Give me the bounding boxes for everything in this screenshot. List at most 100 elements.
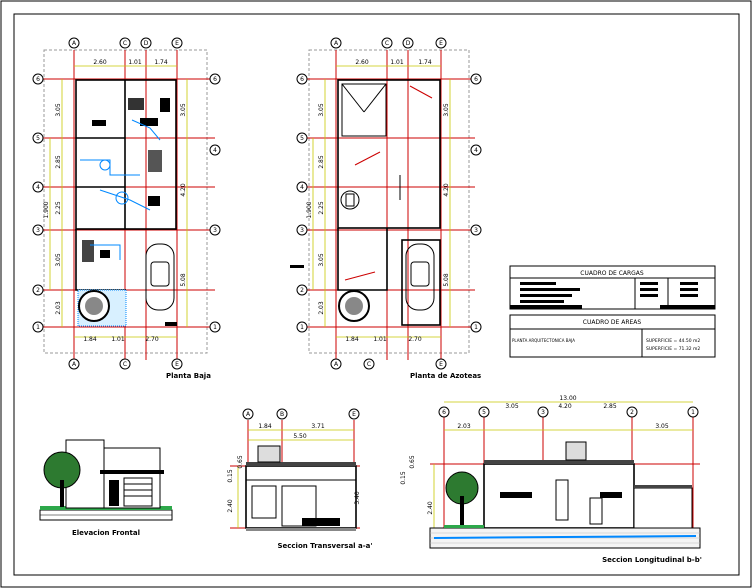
cuadro-areas-row: PLANTA ARQUITECTONICA BAJA — [512, 338, 575, 343]
dim-label: 3.05 — [55, 253, 62, 267]
superficie-1: SUPERFICIE = 44.50 m2 — [646, 338, 700, 344]
axis-label: 2 — [36, 287, 40, 294]
axis-label: A — [246, 411, 251, 418]
dim-label: 4.20 — [180, 183, 187, 197]
axis-label: 1 — [36, 324, 40, 331]
axis-label: E — [352, 411, 356, 418]
dim-label: 1.84 — [258, 423, 272, 430]
dim-label: 2.25 — [55, 201, 62, 215]
dim-label: 0.65 — [409, 455, 416, 469]
axis-label: 2 — [630, 409, 634, 416]
cuadro-cargas: CUADRO DE CARGAS — [509, 265, 716, 310]
axis-label: 6 — [36, 76, 40, 83]
axis-label: 4 — [474, 147, 478, 154]
axis-label: 2 — [300, 287, 304, 294]
dim-label: 2.40 — [427, 501, 434, 515]
seccion-longitudinal: 6 5 3 2 1 13.00 2.03 3.05 4.20 2.85 3.05… — [400, 395, 702, 564]
axis-label: A — [334, 361, 339, 368]
dim-label: 3.05 — [180, 103, 187, 117]
axis-label: E — [175, 361, 179, 368]
dim-label: 1.84 — [345, 336, 359, 343]
plan-azotea-labels: A C D E A C E 6 5 4 3 2 1 6 4 3 1 2.60 1… — [300, 40, 478, 368]
dim-label: 0.65 — [237, 455, 244, 469]
dim-label: 2.25 — [318, 201, 325, 215]
dim-label: 2.70 — [408, 336, 422, 343]
dim-label: 1.01 — [373, 336, 387, 343]
dim-label: 5.08 — [443, 273, 450, 287]
plumbing-lines — [80, 119, 161, 260]
axis-label: E — [439, 40, 443, 47]
dim-label: 2.40 — [227, 499, 234, 513]
dim-label: 0.15 — [227, 469, 234, 483]
dim-label: 3.05 — [655, 423, 669, 430]
seccion-b-title: Seccion Longitudinal b-b' — [602, 556, 702, 564]
axis-label: 6 — [442, 409, 446, 416]
dim-label: 4.20 — [558, 403, 572, 410]
dim-label: 4.20 — [443, 183, 450, 197]
dim-label: 1.74 — [154, 59, 168, 66]
axis-label: 3 — [36, 227, 40, 234]
elevacion-title: Elevacion Frontal — [72, 529, 140, 537]
axis-label: 6 — [474, 76, 478, 83]
cuadro-areas: CUADRO DE AREAS PLANTA ARQUITECTONICA BA… — [509, 314, 716, 358]
axis-label: E — [175, 40, 179, 47]
axis-label: 5 — [482, 409, 486, 416]
dim-label: 3.05 — [318, 253, 325, 267]
seccion-a-title: Seccion Transversal a-a' — [277, 542, 372, 550]
dim-label: 2.85 — [318, 155, 325, 169]
axis-label: 1 — [474, 324, 478, 331]
axis-label: 6 — [213, 76, 217, 83]
axis-label: C — [123, 361, 127, 368]
dim-label: 3.05 — [318, 103, 325, 117]
dim-label: 2.60 — [93, 59, 107, 66]
dim-label: 13.00 — [559, 395, 576, 402]
axis-label: A — [334, 40, 339, 47]
axis-label: 3 — [541, 409, 545, 416]
axis-label: E — [439, 361, 443, 368]
axis-label: 1 — [300, 324, 304, 331]
axis-label: B — [280, 411, 284, 418]
dim-label: 1.74 — [418, 59, 432, 66]
plan-azotea-title: Planta de Azoteas — [410, 372, 481, 380]
dim-label: 2.60 — [355, 59, 369, 66]
car — [145, 243, 175, 311]
dim-label: 2.03 — [457, 423, 471, 430]
plan-baja: A C D E A C E 6 5 4 3 2 1 6 4 3 1 2.60 1… — [32, 37, 221, 380]
axis-label: 5 — [300, 135, 304, 142]
axis-label: 3 — [474, 227, 478, 234]
plan-baja-labels: A C D E A C E 6 5 4 3 2 1 6 4 3 1 2.60 1… — [36, 40, 217, 368]
dim-label: 5.50 — [293, 433, 307, 440]
dim-label: 3.05 — [443, 103, 450, 117]
dim-label: 1.01 — [111, 336, 125, 343]
dim-label: 3.05 — [55, 103, 62, 117]
dim-label: 2.85 — [55, 155, 62, 169]
axis-label: D — [144, 40, 149, 47]
dim-label: 5.08 — [180, 273, 187, 287]
axis-label: C — [367, 361, 371, 368]
cuadro-areas-title: CUADRO DE AREAS — [583, 319, 642, 326]
axis-label: D — [406, 40, 411, 47]
superficie-2: SUPERFICIE = 71.32 m2 — [646, 346, 700, 352]
dim-label: 2.70 — [145, 336, 159, 343]
dim-label: 2.03 — [55, 301, 62, 315]
axis-label: A — [72, 40, 77, 47]
axis-label: 4 — [300, 184, 304, 191]
axis-label: 3 — [300, 227, 304, 234]
dim-label: 0.15 — [400, 471, 407, 485]
seccion-transversal: A B E 1.84 3.71 5.50 0.15 0.65 2.40 3.40… — [227, 408, 373, 550]
axis-label: C — [385, 40, 389, 47]
axis-grid — [300, 50, 475, 360]
dim-label: 1.900 — [43, 201, 50, 218]
dim-label: 3.71 — [311, 423, 325, 430]
dim-label: 1.01 — [390, 59, 404, 66]
dim-label: 2.03 — [318, 301, 325, 315]
axis-label: 1 — [691, 409, 695, 416]
dim-label: 1.01 — [128, 59, 142, 66]
dim-label: 3.05 — [505, 403, 519, 410]
axis-label: C — [123, 40, 127, 47]
axis-label: 4 — [213, 147, 217, 154]
elevacion-frontal: Elevacion Frontal — [39, 439, 173, 537]
axis-label: 6 — [300, 76, 304, 83]
axis-label: 5 — [36, 135, 40, 142]
